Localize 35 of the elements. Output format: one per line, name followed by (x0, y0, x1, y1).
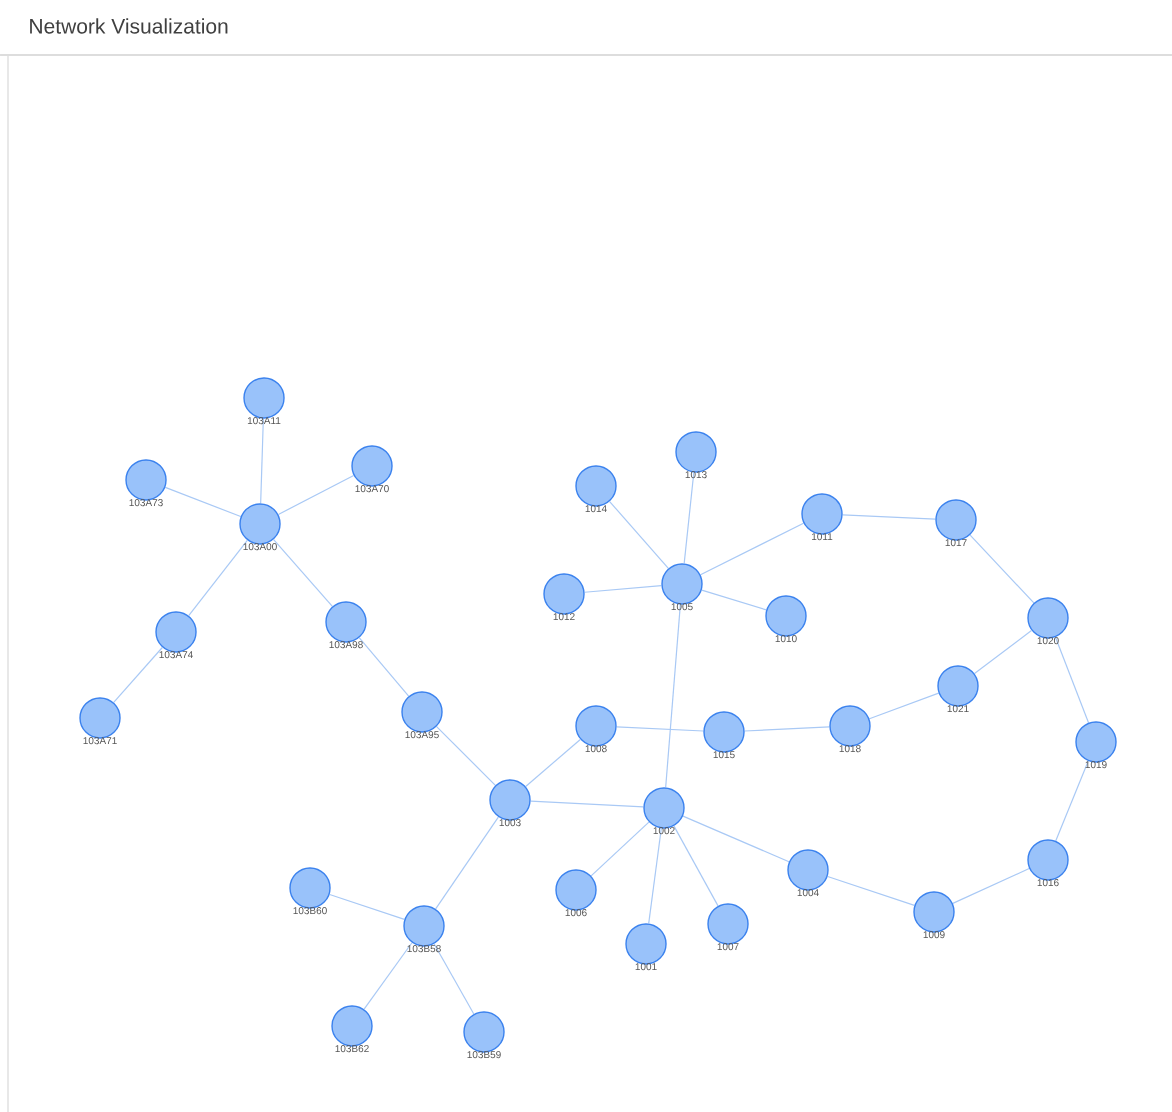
network-edge (969, 534, 1035, 604)
network-edge (868, 692, 940, 720)
network-edge (329, 893, 405, 920)
network-edge (648, 827, 662, 925)
network-edge (590, 821, 650, 877)
network-edge (744, 726, 830, 732)
network-edge (260, 418, 264, 504)
network-edge (277, 474, 355, 516)
network-edge (273, 538, 333, 607)
network-edge (682, 815, 790, 863)
network-edge (609, 500, 669, 569)
network-edge (358, 637, 410, 697)
network-edge (673, 825, 719, 907)
network-edge (699, 522, 805, 576)
network-edge (701, 589, 767, 611)
network-edge (683, 471, 695, 564)
network-edge (616, 726, 704, 732)
network-edge (1055, 760, 1089, 842)
network-edge (827, 875, 915, 906)
network-edge (113, 646, 163, 704)
network-edge (584, 585, 662, 593)
network-edge (842, 514, 936, 520)
panel-title: Network Visualization (30, 18, 228, 34)
network-edge (973, 629, 1033, 675)
network-edge (1054, 636, 1090, 724)
network-edge (525, 738, 581, 788)
network-edge (164, 486, 242, 518)
network-edge (433, 943, 475, 1015)
network-edge (952, 867, 1030, 904)
network-edge (665, 604, 681, 788)
network-edge (530, 800, 644, 808)
network-edge (363, 942, 413, 1010)
network-edge (436, 726, 496, 786)
network-edge (188, 539, 248, 617)
network-edge (435, 816, 499, 910)
